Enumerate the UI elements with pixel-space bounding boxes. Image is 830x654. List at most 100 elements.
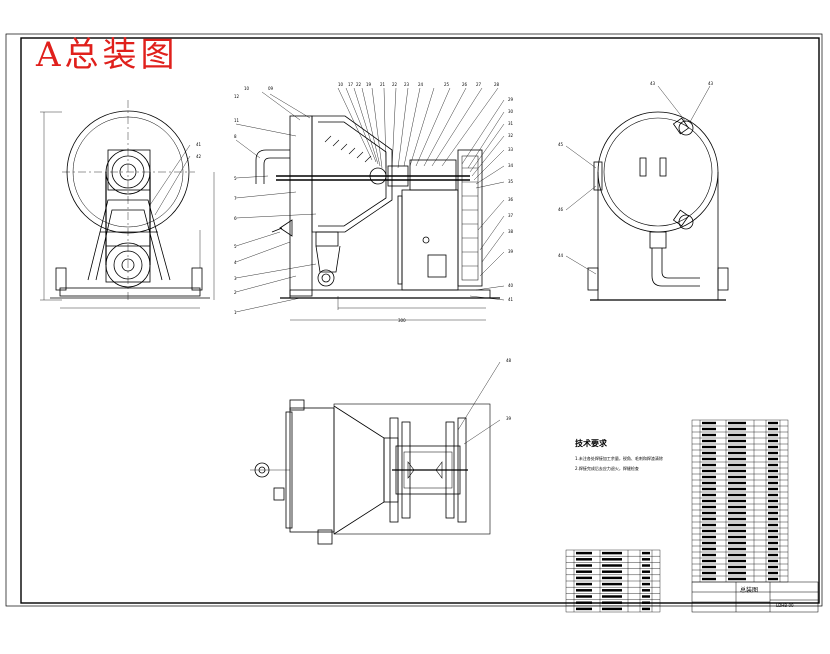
parts-list-cell-text: [702, 565, 716, 569]
tech-requirement-line-1: 1.未注各处焊接加工余量，锐角、毛刺和焊渣清除: [575, 456, 663, 461]
parts-list-cell-text: [702, 445, 716, 449]
svg-text:38: 38: [508, 229, 514, 234]
parts-list-cell-text: [768, 469, 778, 473]
parts-list-cell-text: [768, 487, 778, 491]
parts-list-cell-text: [768, 553, 778, 557]
parts-list-cell-text: [728, 475, 746, 479]
svg-text:22: 22: [356, 82, 362, 87]
svg-text:26: 26: [462, 82, 468, 87]
parts-list-cell-text: [602, 589, 622, 592]
parts-list-cell-text: [702, 559, 716, 563]
parts-list-cell-text: [702, 427, 716, 431]
parts-list-cell-text: [728, 547, 746, 551]
parts-list-cell-text: [768, 523, 778, 527]
parts-list-cell-text: [702, 439, 716, 443]
svg-text:48: 48: [506, 358, 512, 363]
parts-list-cell-text: [768, 439, 778, 443]
svg-text:43: 43: [708, 81, 714, 86]
title-block-name: 总装图: [740, 587, 759, 594]
parts-list-cell-text: [642, 570, 650, 573]
parts-list-cell-text: [576, 601, 592, 604]
parts-list-cell-text: [642, 595, 650, 598]
parts-list-cell-text: [576, 589, 592, 592]
parts-list-cell-text: [576, 570, 592, 573]
parts-list-cell-text: [702, 421, 716, 425]
outer-border: [5, 33, 823, 607]
tech-requirements-heading: 技术要求: [575, 438, 607, 448]
parts-list-cell-text: [702, 463, 716, 467]
parts-list-cell-text: [602, 582, 622, 586]
svg-text:5: 5: [234, 244, 237, 249]
svg-text:35: 35: [508, 179, 514, 184]
parts-list-cell-text: [602, 601, 622, 604]
parts-list-cell-text: [768, 505, 778, 509]
parts-list-cell-text: [728, 541, 746, 545]
parts-list-cell-text: [728, 577, 746, 581]
parts-list-cell-text: [728, 523, 746, 527]
svg-text:46: 46: [558, 207, 564, 212]
parts-list-cell-text: [728, 559, 746, 563]
parts-list-cell-text: [642, 551, 650, 555]
parts-list-cell-text: [728, 535, 746, 539]
parts-list-cell-text: [728, 421, 746, 425]
parts-list-cell-text: [702, 511, 716, 515]
svg-text:30: 30: [508, 109, 514, 114]
svg-text:32: 32: [508, 133, 514, 138]
parts-list-cell-text: [602, 558, 622, 561]
svg-text:39: 39: [508, 249, 514, 254]
parts-list-cell-text: [728, 427, 746, 431]
parts-list-cell-text: [702, 577, 716, 581]
svg-text:41: 41: [508, 297, 514, 302]
parts-list-cell-text: [702, 571, 716, 575]
parts-list-cell-text: [702, 505, 716, 509]
parts-list-cell-text: [768, 529, 778, 533]
svg-text:21: 21: [380, 82, 386, 87]
svg-text:24: 24: [418, 82, 424, 87]
parts-list-cell-text: [602, 576, 622, 580]
parts-list-cell-text: [576, 558, 592, 561]
parts-list-cell-text: [642, 601, 650, 604]
drawing-title: A总装图: [36, 35, 179, 75]
parts-list-cell-text: [702, 541, 716, 545]
parts-list-cell-text: [702, 523, 716, 527]
parts-list-cell-text: [702, 433, 716, 437]
parts-list-cell-text: [702, 553, 716, 557]
svg-text:300: 300: [398, 318, 406, 323]
svg-text:40: 40: [508, 283, 514, 288]
parts-list-cell-text: [768, 535, 778, 539]
svg-text:43: 43: [650, 81, 656, 86]
svg-text:8: 8: [234, 134, 237, 139]
parts-list-cell-text: [728, 457, 746, 461]
parts-list-cell-text: [702, 469, 716, 473]
parts-list-upper: [691, 419, 789, 583]
parts-list-cell-text: [768, 577, 778, 581]
parts-list-cell-text: [602, 607, 622, 611]
svg-text:27: 27: [476, 82, 482, 87]
parts-list-cell-text: [642, 607, 650, 611]
parts-list-cell-text: [728, 511, 746, 515]
svg-text:7: 7: [234, 196, 237, 201]
parts-list-cell-text: [768, 463, 778, 467]
svg-text:5: 5: [234, 176, 237, 181]
svg-text:2: 2: [234, 290, 237, 295]
parts-list-cell-text: [728, 463, 746, 467]
parts-list-cell-text: [702, 487, 716, 491]
inner-border: [20, 37, 820, 604]
parts-list-cell-text: [728, 499, 746, 503]
parts-list-cell-text: [602, 551, 622, 555]
parts-list-cell-text: [702, 475, 716, 479]
parts-list-cell-text: [728, 469, 746, 473]
parts-list-cell-text: [768, 457, 778, 461]
svg-text:09: 09: [268, 86, 274, 91]
parts-list-cell-text: [728, 451, 746, 455]
parts-list-cell-text: [602, 595, 622, 598]
parts-list-cell-text: [768, 427, 778, 431]
svg-text:37: 37: [508, 213, 514, 218]
parts-list-cell-text: [702, 517, 716, 521]
parts-list-cell-text: [768, 517, 778, 521]
parts-list-cell-text: [728, 565, 746, 569]
parts-list-cell-text: [728, 553, 746, 557]
svg-text:10: 10: [338, 82, 344, 87]
